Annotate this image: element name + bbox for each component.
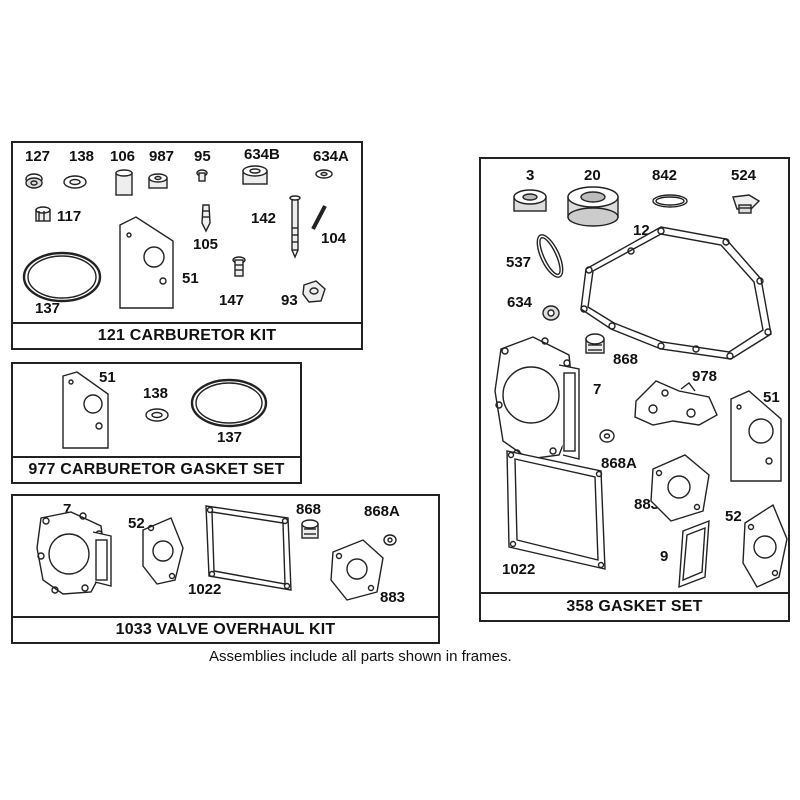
frame-358-gasket-set: 3 20 842 524 12 537 634 868 7 978 51 868… xyxy=(479,157,790,622)
callout-634b: 634B xyxy=(244,146,280,163)
callout-12: 12 xyxy=(633,222,650,239)
part-142-shaft xyxy=(289,195,301,259)
part-104-pin xyxy=(311,205,327,230)
gasket-set-358-parts xyxy=(494,186,788,589)
part-537-oring xyxy=(536,234,564,278)
part-12-crankcase-gasket xyxy=(580,226,772,360)
gasket-set-977-parts xyxy=(62,371,268,449)
callout-987: 987 xyxy=(149,148,175,165)
part-106-bushing xyxy=(115,169,133,196)
callout-106: 106 xyxy=(110,148,136,165)
callout-868a: 868A xyxy=(601,455,637,472)
callout-868: 868 xyxy=(613,351,639,368)
callout-142: 142 xyxy=(251,210,277,227)
valve-kit-parts xyxy=(36,505,397,601)
callout-634: 634 xyxy=(507,294,533,311)
callout-117: 117 xyxy=(57,208,82,225)
frame-title-358: 358 GASKET SET xyxy=(481,592,788,620)
part-95-screw xyxy=(196,169,208,182)
callout-978: 978 xyxy=(692,368,718,385)
part-137-oring xyxy=(190,378,268,428)
frame-title-1033: 1033 VALVE OVERHAUL KIT xyxy=(13,616,438,642)
callout-51: 51 xyxy=(99,369,116,386)
callout-147: 147 xyxy=(219,292,245,309)
part-138-gasket xyxy=(63,175,87,189)
callout-138: 138 xyxy=(69,148,95,165)
part-1022-cover-gasket xyxy=(205,505,292,591)
callout-51: 51 xyxy=(763,389,780,406)
frame-121-carburetor-kit: 127 138 106 987 95 634B 634A 117 142 104… xyxy=(11,141,363,350)
part-137-oring xyxy=(22,251,102,303)
part-868-fitting xyxy=(585,333,605,354)
part-51-gasket xyxy=(62,371,109,449)
part-987-seal xyxy=(148,173,168,189)
frame-1033-valve-overhaul-kit: 7 868 868A 52 1022 883 1033 VALVE OVERHA… xyxy=(11,494,440,644)
part-634b-seal xyxy=(242,165,268,185)
callout-104: 104 xyxy=(321,230,347,247)
callout-51: 51 xyxy=(182,270,199,287)
part-868a-washer xyxy=(599,429,615,443)
part-105-needle xyxy=(201,204,211,233)
callout-868a: 868A xyxy=(364,503,400,520)
assemblies-caption: Assemblies include all parts shown in fr… xyxy=(209,648,512,665)
callout-95: 95 xyxy=(194,148,211,165)
part-52-gasket xyxy=(742,503,788,588)
callout-52: 52 xyxy=(725,508,742,525)
part-883-gasket xyxy=(330,539,384,601)
callout-3: 3 xyxy=(526,167,535,184)
callout-524: 524 xyxy=(731,167,757,184)
callout-93: 93 xyxy=(281,292,298,309)
part-51-gasket xyxy=(119,216,174,309)
part-883-gasket xyxy=(650,454,710,522)
callout-138: 138 xyxy=(143,385,169,402)
part-1022-cover-gasket xyxy=(506,450,606,570)
callout-1022: 1022 xyxy=(502,561,536,578)
part-868a-washer xyxy=(383,534,397,546)
part-20-seal xyxy=(567,186,619,227)
part-117-bushing xyxy=(35,206,51,222)
part-634a-washer xyxy=(315,169,333,179)
callout-52: 52 xyxy=(128,515,145,532)
part-147-screw xyxy=(232,256,246,277)
part-127-washer xyxy=(25,173,43,189)
frame-title-977: 977 CARBURETOR GASKET SET xyxy=(13,456,300,482)
part-524-plug xyxy=(732,194,761,214)
part-3-seal xyxy=(513,189,547,212)
part-52-gasket xyxy=(142,517,184,585)
part-93-nut xyxy=(302,280,326,303)
callout-1022: 1022 xyxy=(188,581,222,598)
part-978-bracket xyxy=(634,380,718,426)
callout-883: 883 xyxy=(380,589,406,606)
callout-137: 137 xyxy=(217,429,243,446)
callout-842: 842 xyxy=(652,167,678,184)
part-7-head-gasket xyxy=(494,336,580,460)
callout-20: 20 xyxy=(584,167,601,184)
part-842-oring xyxy=(652,194,688,208)
callout-105: 105 xyxy=(193,236,219,253)
part-868-fitting xyxy=(301,519,319,539)
part-51-gasket xyxy=(730,390,782,482)
callout-9: 9 xyxy=(660,548,669,565)
part-9-gasket xyxy=(678,519,710,589)
frame-977-carburetor-gasket-set: 51 138 137 977 CARBURETOR GASKET SET xyxy=(11,362,302,484)
carburetor-kit-parts xyxy=(22,165,333,309)
callout-868: 868 xyxy=(296,501,322,518)
callout-537: 537 xyxy=(506,254,532,271)
part-138-gasket xyxy=(145,408,169,422)
callout-634a: 634A xyxy=(313,148,349,165)
callout-137: 137 xyxy=(35,300,61,317)
part-7-head-gasket xyxy=(36,511,112,595)
part-634-washer xyxy=(542,305,560,321)
callout-7: 7 xyxy=(63,501,72,518)
callout-127: 127 xyxy=(25,148,51,165)
callout-7: 7 xyxy=(593,381,602,398)
frame-title-121: 121 CARBURETOR KIT xyxy=(13,322,361,348)
